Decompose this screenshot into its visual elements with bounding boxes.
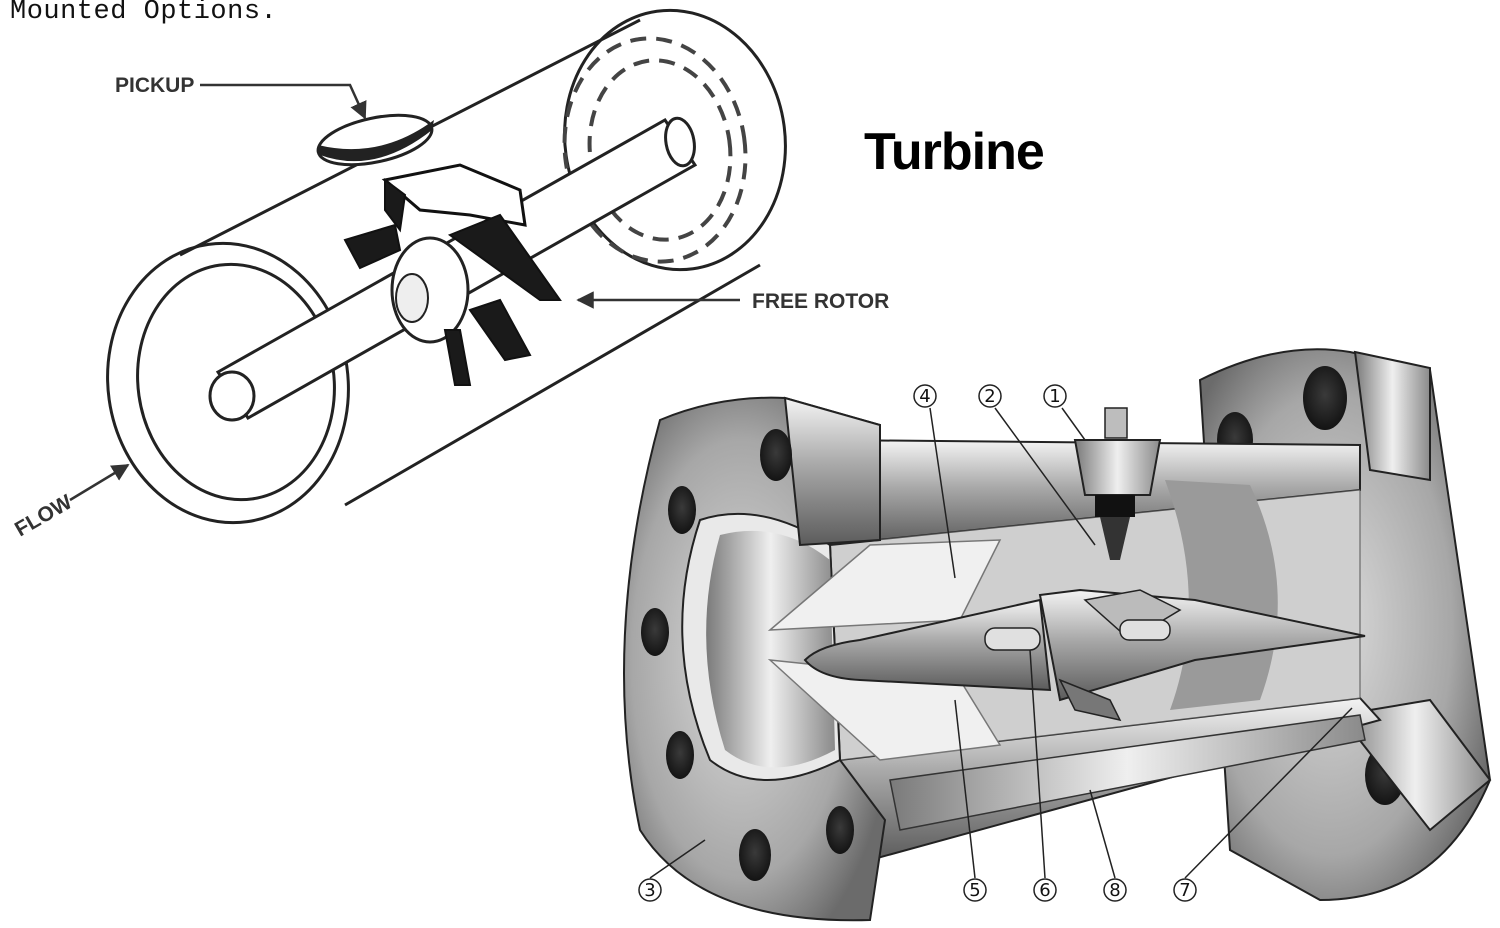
flow-arrow — [69, 463, 130, 502]
callout-8-leader — [1089, 789, 1116, 879]
callout-6: 6 — [1033, 878, 1057, 902]
callout-1-leader — [1061, 407, 1086, 441]
svg-text:8: 8 — [1109, 880, 1120, 901]
pickup-sensor — [316, 113, 434, 167]
callouts — [649, 407, 1353, 879]
turbine-cutaway: 1 2 3 4 5 6 7 8 — [623, 348, 1492, 922]
callout-7: 7 — [1173, 878, 1197, 902]
callout-5-leader — [954, 699, 976, 879]
callout-4: 4 — [913, 384, 937, 408]
pickup-fitting — [1073, 407, 1162, 560]
front-flange — [623, 396, 887, 922]
rotor-blades — [343, 163, 562, 386]
free-rotor-label: FREE ROTOR — [752, 290, 889, 313]
rotor-assembly — [803, 588, 1366, 722]
callout-3: 3 — [638, 878, 662, 902]
svg-text:3: 3 — [644, 880, 655, 901]
callout-2-leader — [994, 407, 1096, 546]
callout-4-leader — [929, 407, 956, 579]
page-caption: Mounted Options. — [10, 0, 278, 27]
callout-3-leader — [649, 839, 706, 879]
turbine-schematic: PICKUP FREE ROTOR FLOW — [11, 8, 889, 541]
flow-label: FLOW — [11, 490, 76, 541]
rotor-hub — [390, 236, 470, 344]
svg-text:5: 5 — [969, 880, 980, 901]
pipe-outlet-dashed — [562, 36, 748, 264]
svg-text:4: 4 — [919, 386, 930, 407]
diagram-title: Turbine — [864, 123, 1045, 181]
callout-2: 2 — [978, 384, 1002, 408]
callout-7-leader — [1184, 707, 1353, 879]
pickup-label: PICKUP — [115, 74, 194, 97]
svg-text:2: 2 — [984, 386, 995, 407]
svg-text:7: 7 — [1179, 880, 1190, 901]
svg-text:6: 6 — [1039, 880, 1050, 901]
callout-8: 8 — [1103, 878, 1127, 902]
pickup-leader — [200, 83, 367, 120]
callout-6-leader — [1029, 649, 1046, 879]
callout-5: 5 — [963, 878, 987, 902]
callout-1: 1 — [1043, 384, 1067, 408]
svg-text:1: 1 — [1049, 386, 1060, 407]
